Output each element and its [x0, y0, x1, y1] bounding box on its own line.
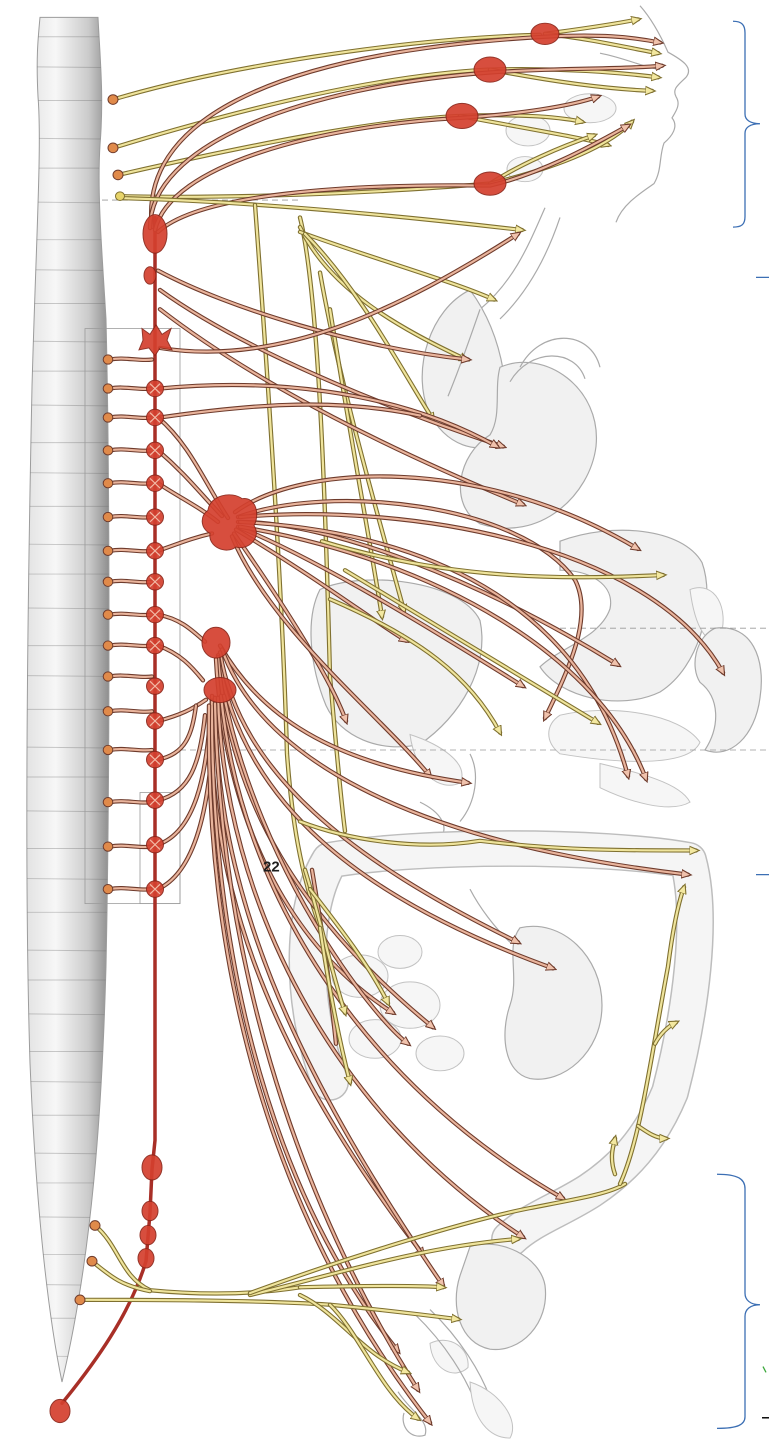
- inferior-mesenteric-ganglion: [204, 677, 236, 702]
- cord-segment-line: [20, 1284, 115, 1285]
- spinal-nerve-root: [103, 479, 113, 488]
- cranial-nerve-root: [108, 95, 118, 105]
- organs: [308, 6, 762, 1438]
- bladder: [505, 926, 602, 1079]
- sacral-nerve-root: [75, 1295, 85, 1305]
- sacral-nerve-root: [87, 1256, 97, 1266]
- sacral-nerve-root: [90, 1221, 100, 1231]
- sacral-ganglion: [142, 1201, 158, 1220]
- cord-segment-line: [20, 202, 115, 203]
- nerve-outline: [160, 405, 420, 418]
- prostate: [430, 1340, 468, 1373]
- spinal-nerve-root: [103, 745, 113, 754]
- nerve-outline: [120, 198, 522, 230]
- vagal-branch: [330, 309, 382, 616]
- bracket-head: [733, 21, 760, 227]
- cord-segment-line: [20, 1217, 115, 1218]
- spinal-nerve-root: [103, 446, 113, 455]
- small-intestine-loop: [378, 936, 422, 969]
- nerve-outline: [158, 646, 203, 681]
- submandibular-ganglion: [446, 103, 478, 128]
- spinal-nerve-root: [103, 546, 113, 555]
- liver: [311, 580, 482, 747]
- nerve-outline: [158, 615, 205, 642]
- middle-cervical-ganglion: [144, 267, 156, 284]
- spinal-nerve-root: [103, 413, 113, 422]
- spinal-nerve-root: [103, 577, 113, 586]
- genital-organ: [470, 1382, 513, 1438]
- nerve-outline: [158, 700, 206, 721]
- pterygopalatine-ganglion: [474, 57, 506, 82]
- rami-communicantes: [110, 359, 152, 890]
- cranial-nerve-root: [113, 170, 123, 180]
- spinal-nerve-root: [103, 798, 113, 807]
- lumbar-ganglion: [142, 1155, 162, 1180]
- otic-ganglion: [474, 172, 506, 195]
- duodenum: [600, 763, 690, 806]
- spinal-nerve-root: [103, 384, 113, 393]
- ciliary-ganglion: [531, 23, 559, 44]
- sacral-ganglion: [138, 1249, 154, 1268]
- ganglion-impar: [50, 1399, 70, 1422]
- cranial-nerve-root: [116, 192, 125, 201]
- spinal-nerve-root: [103, 884, 113, 893]
- sacral-ganglion: [140, 1225, 156, 1244]
- spinal-nerve-root: [103, 672, 113, 681]
- pelvic-splanchnic-branch: [300, 1286, 443, 1287]
- sacral-parasympathetic-fiber: [80, 1300, 458, 1319]
- cranial-nerve-root: [108, 143, 118, 153]
- pharynx: [480, 208, 560, 319]
- superior-cervical-ganglion: [143, 215, 167, 254]
- celiac-ganglion: [202, 495, 256, 550]
- spinal-nerve-root: [103, 641, 113, 650]
- spinal-cord-body: [27, 17, 109, 1382]
- rectum: [456, 1244, 545, 1349]
- segment-label: 22: [263, 860, 280, 876]
- cord-segment-line: [20, 1356, 115, 1357]
- small-intestine-loop: [416, 1036, 464, 1071]
- spinal-nerve-root: [103, 707, 113, 716]
- bracket-pelvis: [717, 1174, 760, 1428]
- spinal-nerve-root: [103, 355, 113, 364]
- spinal-nerve-root: [103, 842, 113, 851]
- spinal-nerve-root: [103, 610, 113, 619]
- spinal-nerve-root: [103, 512, 113, 521]
- splanchnic-nerve: [158, 533, 212, 550]
- superior-mesenteric-ganglion: [202, 627, 230, 658]
- margin-tick: [763, 1367, 766, 1373]
